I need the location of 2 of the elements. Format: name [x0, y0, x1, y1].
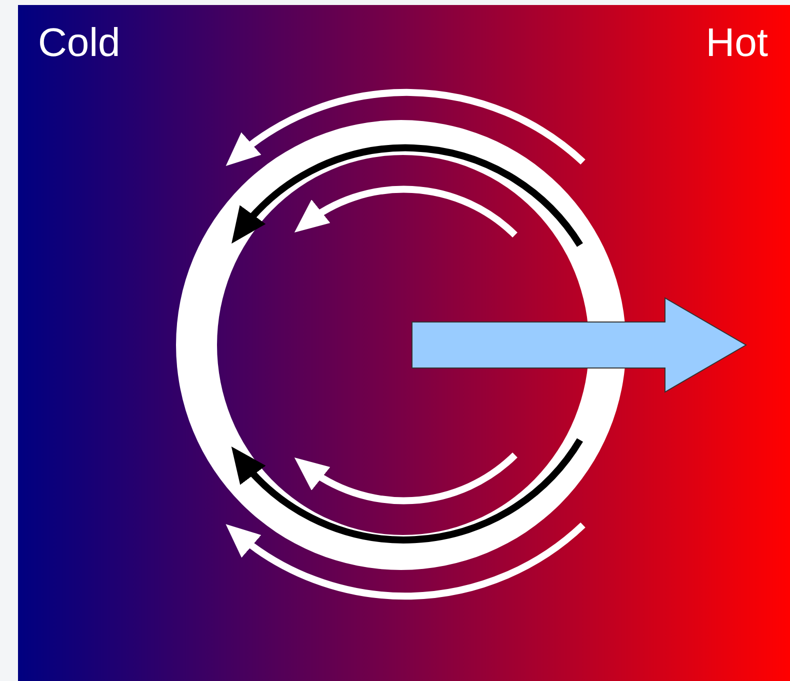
- temperature-label: Hot: [706, 20, 768, 66]
- temperature-label: Cold: [38, 20, 120, 66]
